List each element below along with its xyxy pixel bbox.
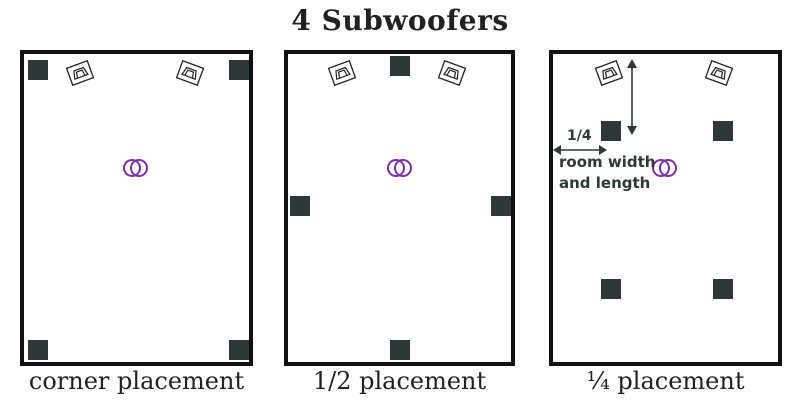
annotation-line-2: and length <box>559 174 651 192</box>
diagram-title: 4 Subwoofers <box>291 4 509 37</box>
subwoofer-icon <box>28 340 48 360</box>
speaker-icon <box>705 60 733 86</box>
caption-corner-placement: corner placement <box>28 367 245 395</box>
speaker-icon <box>176 60 204 86</box>
subwoofer-icon <box>601 279 621 299</box>
subwoofer-icon <box>290 196 310 216</box>
annotation-fraction: 1/4 <box>567 128 592 144</box>
speaker-icon <box>328 60 356 86</box>
subwoofer-icon <box>601 121 621 141</box>
listener-icon <box>652 159 677 177</box>
annotation-line-1: room width <box>559 153 656 171</box>
caption-half-placement: 1/2 placement <box>312 367 487 395</box>
room-corner-placement <box>20 50 253 366</box>
annotation-text: room width and length <box>559 152 655 194</box>
speaker-icon <box>66 60 94 86</box>
room-half-placement <box>284 50 515 366</box>
vertical-dimension-arrow <box>627 59 637 135</box>
subwoofer-icon <box>713 121 733 141</box>
caption-quarter-placement: ¼ placement <box>586 367 745 395</box>
listener-icon <box>123 159 148 177</box>
subwoofer-icon <box>491 196 511 216</box>
speaker-icon <box>595 60 623 86</box>
subwoofer-icon <box>229 340 249 360</box>
subwoofer-icon <box>390 56 410 76</box>
speaker-icon <box>438 60 466 86</box>
subwoofer-icon <box>229 60 249 80</box>
listener-icon <box>387 159 412 177</box>
subwoofer-icon <box>713 279 733 299</box>
room-quarter-placement: 1/4 room width and length <box>549 50 782 366</box>
horizontal-dimension-arrow <box>553 145 607 155</box>
subwoofer-icon <box>28 60 48 80</box>
subwoofer-icon <box>390 340 410 360</box>
